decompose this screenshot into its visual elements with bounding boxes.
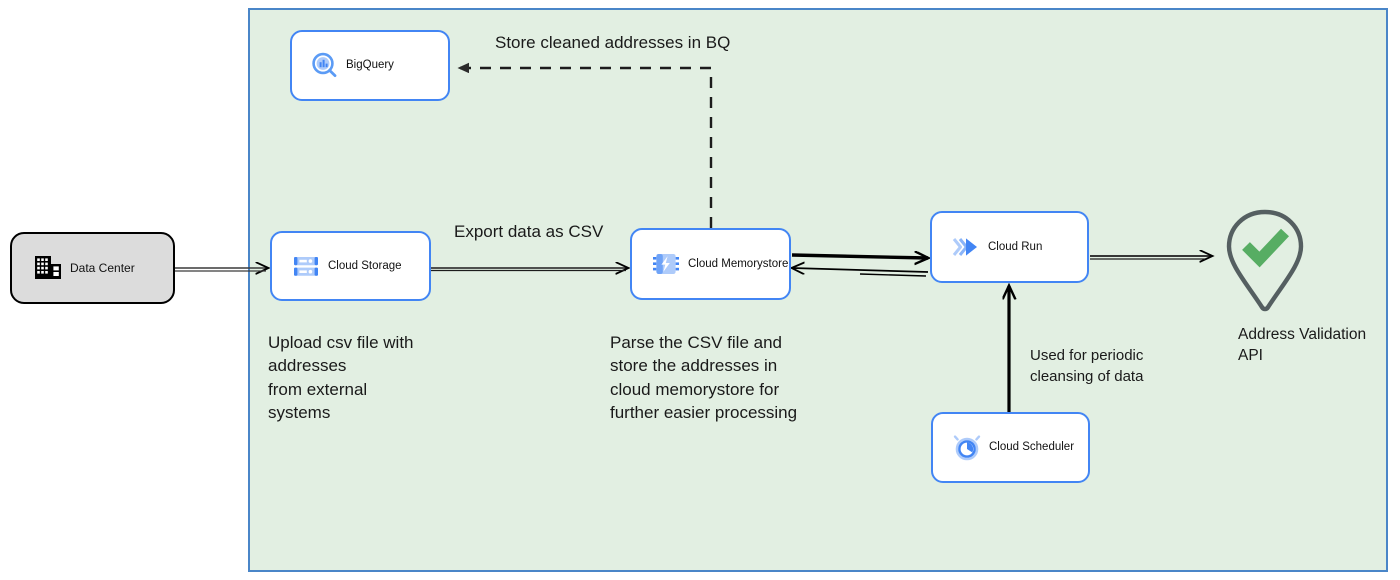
annotation-upload-note: Upload csv file with addresses from exte… bbox=[268, 333, 414, 423]
cloud-memorystore-icon bbox=[644, 248, 688, 280]
node-label-bigquery: BigQuery bbox=[346, 59, 394, 72]
node-bigquery[interactable]: BigQuery bbox=[290, 30, 450, 101]
map-pin-check-icon bbox=[1222, 208, 1308, 314]
node-label-cloud-memorystore: Cloud Memorystore bbox=[688, 257, 789, 270]
node-cloud-memorystore[interactable]: Cloud Memorystore bbox=[630, 228, 791, 300]
annotation-parse-note: Parse the CSV file and store the address… bbox=[610, 333, 798, 423]
node-cloud-run[interactable]: Cloud Run bbox=[930, 211, 1089, 283]
node-label-address-validation-api: Address Validation API bbox=[1238, 326, 1367, 364]
node-label-cloud-run: Cloud Run bbox=[988, 240, 1043, 253]
cloud-storage-icon bbox=[284, 250, 328, 282]
gcp-project-boundary bbox=[248, 8, 1388, 572]
edge-label-periodic-cleansing: Used for periodic cleansing of data bbox=[1030, 347, 1144, 385]
node-label-cloud-storage: Cloud Storage bbox=[328, 259, 402, 272]
data-center-icon bbox=[26, 253, 70, 283]
bigquery-icon bbox=[304, 50, 346, 82]
node-label-cloud-scheduler: Cloud Scheduler bbox=[989, 441, 1075, 454]
cloud-run-icon bbox=[944, 231, 988, 263]
node-data-center[interactable]: Data Center bbox=[10, 232, 175, 304]
edge-label-export-csv: Export data as CSV bbox=[454, 222, 604, 241]
node-label-data-center: Data Center bbox=[70, 260, 135, 275]
edge-label-store-in-bq: Store cleaned addresses in BQ bbox=[495, 33, 731, 52]
node-cloud-storage[interactable]: Cloud Storage bbox=[270, 231, 431, 301]
node-cloud-scheduler[interactable]: Cloud Scheduler bbox=[931, 412, 1090, 483]
cloud-scheduler-icon bbox=[945, 432, 989, 464]
